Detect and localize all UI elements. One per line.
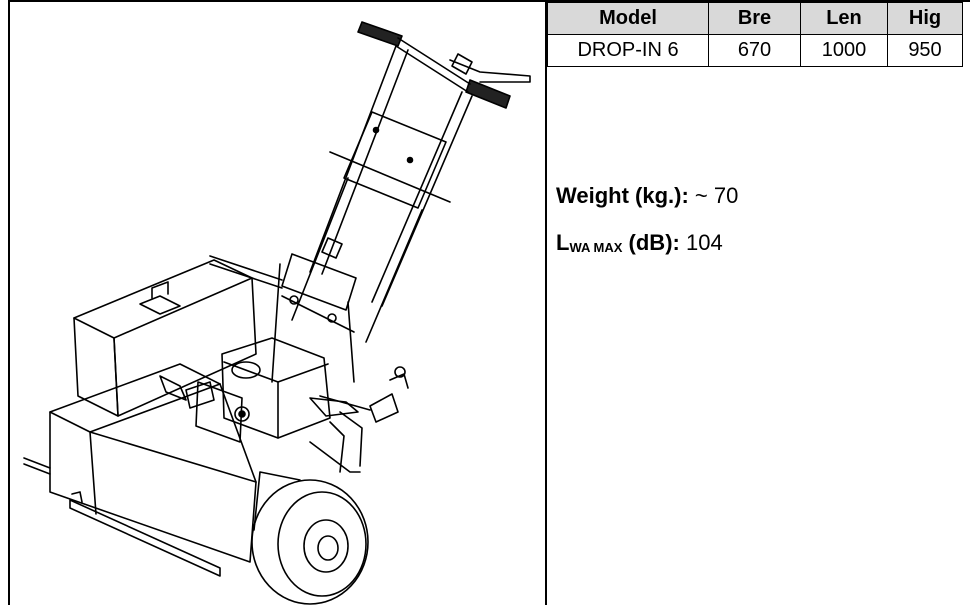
cell-len: 1000 (800, 34, 888, 67)
column-header-len: Len (800, 2, 888, 35)
noise-value: 104 (685, 230, 723, 255)
cell-hig: 950 (887, 34, 963, 67)
column-header-model: Model (547, 2, 709, 35)
column-header-bre: Bre (708, 2, 801, 35)
weight-value: ~ 70 (694, 183, 739, 208)
handle-grip-right (465, 79, 511, 109)
specs-table: Model Bre Len Hig DROP-IN 6 670 1000 950 (547, 2, 963, 67)
noise-label-sub: WA MAX (569, 240, 623, 255)
noise-label-unit: (dB): (628, 230, 680, 255)
column-header-hig: Hig (887, 2, 963, 35)
machine-illustration (10, 2, 545, 605)
engine (185, 337, 359, 443)
table-row: DROP-IN 6 670 1000 950 (547, 34, 963, 67)
weight-label: Weight (kg.): (556, 183, 689, 208)
tool-box (73, 259, 257, 417)
weight-spec: Weight (kg.): ~ 70 (556, 183, 738, 209)
document-frame (8, 0, 970, 605)
cutter-housing (49, 363, 257, 563)
noise-label-main: L (556, 230, 570, 255)
wheel (251, 471, 369, 605)
cell-model: DROP-IN 6 (547, 34, 709, 67)
column-divider (545, 0, 547, 605)
handle-grip-left (357, 21, 403, 47)
cell-bre: 670 (708, 34, 801, 67)
noise-spec: LWA MAX (dB): 104 (556, 230, 723, 256)
table-header-row: Model Bre Len Hig (547, 2, 963, 35)
